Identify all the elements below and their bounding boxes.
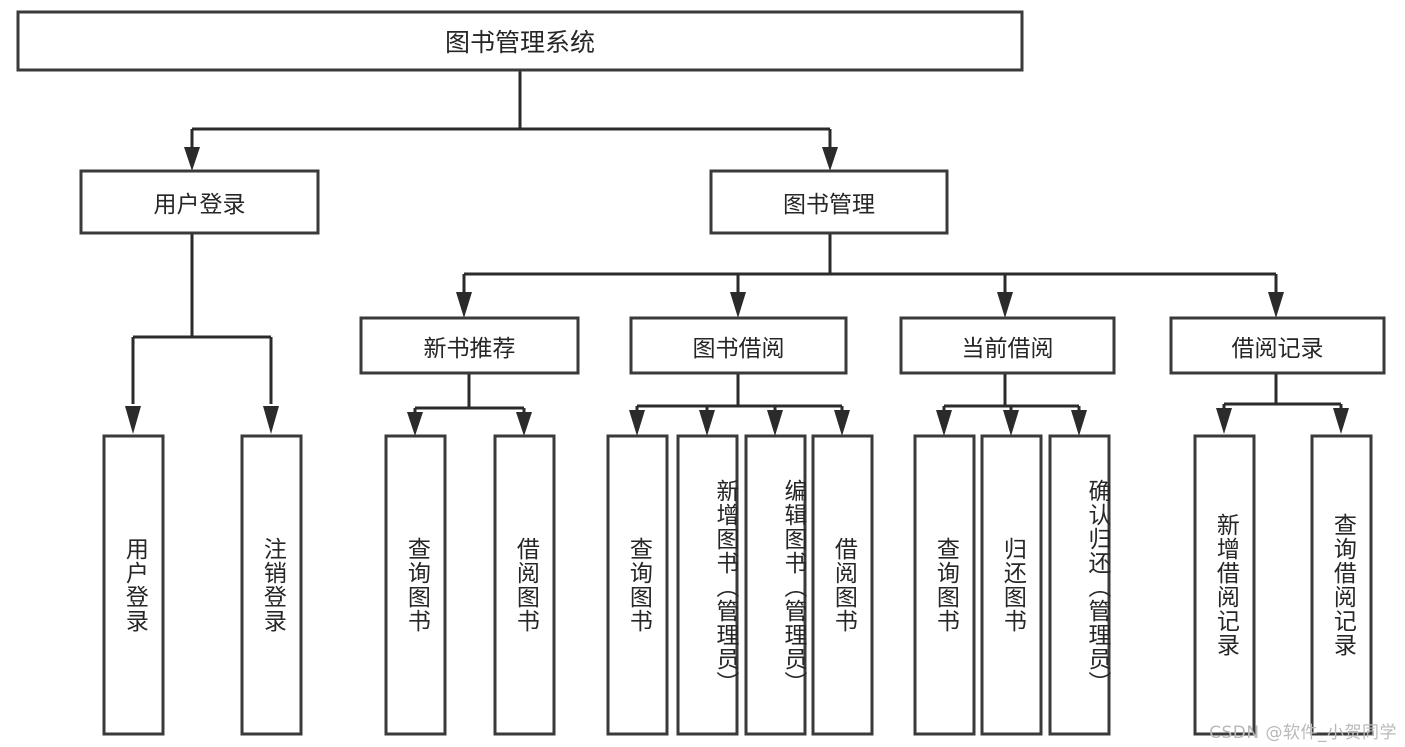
node-box-leaf-return-book[interactable]	[980, 434, 1043, 736]
node-box-book-management[interactable]	[709, 169, 949, 235]
connector-new-book-recommend-to-leaves	[407, 373, 532, 436]
arrow-head-icon	[936, 410, 952, 436]
arrow-head-icon	[730, 292, 746, 318]
connector-user-login-to-leaves	[125, 233, 279, 434]
node-box-leaf-query-book-1[interactable]	[384, 434, 447, 736]
node-box-borrow-record[interactable]	[1169, 316, 1386, 375]
watermark-text: CSDN @软件_小贺同学	[1209, 723, 1397, 743]
node-box-leaf-query-book-3[interactable]	[913, 434, 976, 736]
node-box-leaf-edit-book[interactable]	[744, 434, 807, 736]
arrow-head-icon	[822, 147, 838, 171]
arrow-head-icon	[834, 410, 850, 436]
connector-current-borrow-to-leaves	[936, 373, 1087, 436]
node-box-leaf-confirm-return[interactable]	[1048, 434, 1111, 736]
arrow-head-icon	[997, 292, 1013, 318]
arrow-head-icon	[1216, 408, 1232, 434]
node-box-user-login[interactable]	[79, 169, 320, 235]
node-box-root[interactable]	[16, 10, 1024, 72]
arrow-head-icon	[125, 406, 141, 434]
node-box-leaf-query-record[interactable]	[1310, 434, 1373, 736]
arrow-head-icon	[407, 412, 423, 436]
arrow-head-icon	[699, 410, 715, 436]
arrow-head-icon	[1071, 410, 1087, 436]
arrow-head-icon	[1333, 408, 1349, 434]
arrow-head-icon	[184, 147, 200, 171]
node-box-leaf-borrow-book-1[interactable]	[493, 434, 556, 736]
node-box-new-book-recommend[interactable]	[359, 316, 580, 375]
node-box-leaf-add-book[interactable]	[676, 434, 739, 736]
arrow-head-icon	[629, 410, 645, 436]
arrow-head-icon	[1003, 410, 1019, 436]
arrow-head-icon	[263, 406, 279, 434]
node-box-leaf-user-login[interactable]	[102, 434, 165, 736]
connector-borrow-record-to-leaves	[1216, 373, 1349, 434]
connector-root-to-level1	[184, 70, 838, 171]
arrow-head-icon	[516, 412, 532, 436]
node-box-leaf-query-book-2[interactable]	[606, 434, 669, 736]
node-box-book-borrow[interactable]	[629, 316, 848, 375]
node-box-leaf-borrow-book-2[interactable]	[811, 434, 874, 736]
node-box-current-borrow[interactable]	[899, 316, 1116, 375]
arrow-head-icon	[1268, 292, 1284, 318]
arrow-head-icon	[456, 292, 472, 318]
node-box-leaf-add-record[interactable]	[1193, 434, 1256, 736]
connector-book-borrow-to-leaves	[629, 373, 850, 436]
connector-book-management-to-level2	[456, 233, 1284, 318]
arrow-head-icon	[767, 410, 783, 436]
node-box-leaf-logout[interactable]	[240, 434, 303, 736]
